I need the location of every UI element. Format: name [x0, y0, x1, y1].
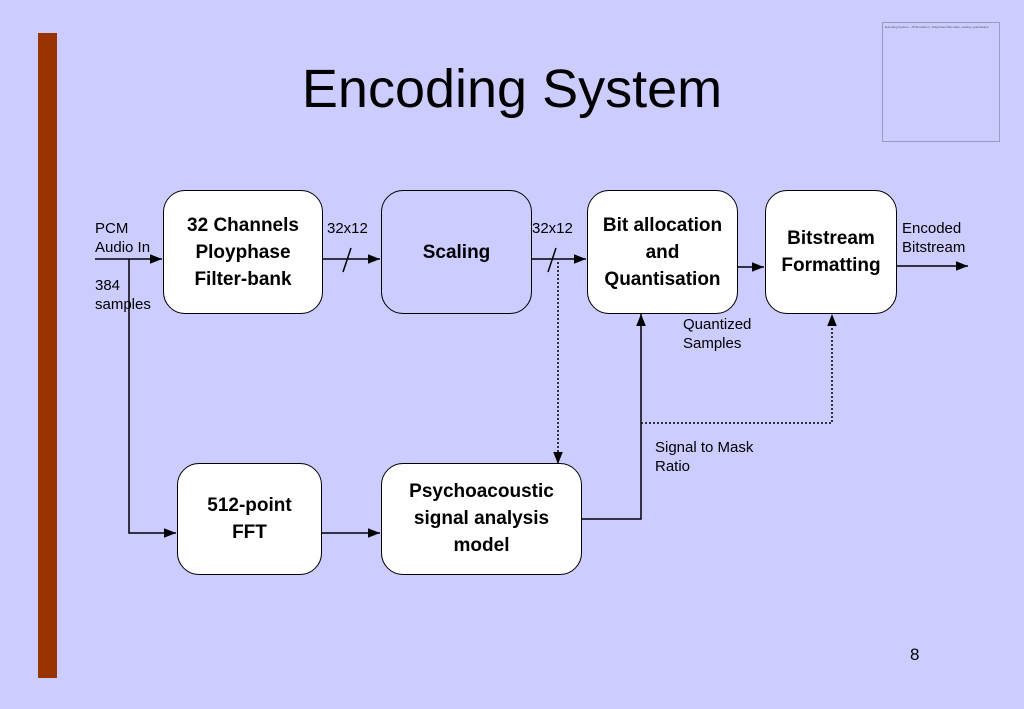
signal-to-mask-label: Signal to Mask Ratio	[655, 439, 754, 475]
bus-slash-1	[342, 247, 352, 273]
psychoacoustic-box: Psychoacoustic signal analysis model	[381, 463, 582, 575]
bit-allocation-box: Bit allocation and Quantisation	[587, 190, 738, 314]
slide-title: Encoding System	[301, 59, 723, 119]
page-number: 8	[910, 645, 920, 664]
scaling-box: Scaling	[381, 190, 532, 314]
bitstream-formatting-box: Bitstream Formatting	[765, 190, 897, 314]
thumbnail-text: Encoding System – PCM Audio In, Polyphas…	[885, 25, 989, 29]
arrow-psycho-to-bitalloc	[582, 314, 646, 520]
samples-label: 384 samples	[95, 277, 151, 313]
bus-width-label-2: 32x12	[532, 220, 573, 237]
thumbnail-preview[interactable]: Encoding System – PCM Audio In, Polyphas…	[882, 22, 1000, 142]
bus-slash-2	[547, 247, 557, 273]
arrow-pcm-to-fft	[128, 259, 176, 538]
accent-bar	[38, 33, 57, 678]
quantized-samples-label: Quantized Samples	[683, 316, 752, 352]
fft-box: 512-point FFT	[177, 463, 322, 575]
encoded-bitstream-label: Encoded Bitstream	[902, 220, 966, 256]
filterbank-box: 32 Channels Ployphase Filter-bank	[163, 190, 323, 314]
bus-width-label-1: 32x12	[327, 220, 368, 237]
pcm-input-label: PCM Audio In	[95, 220, 151, 256]
